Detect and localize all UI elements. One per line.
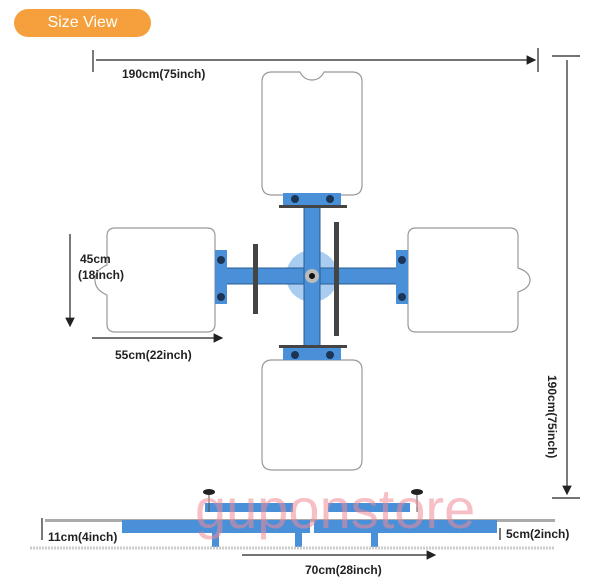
watermark: guponstore xyxy=(195,477,475,540)
seat-pads xyxy=(94,71,531,471)
wheel-height-label: 5cm(2inch) xyxy=(506,527,569,541)
pad-right xyxy=(407,227,531,333)
pad-length-label: 55cm(22inch) xyxy=(115,348,192,362)
base-span-label: 70cm(28inch) xyxy=(305,563,382,577)
pad-top xyxy=(261,71,363,196)
pad-left xyxy=(94,227,216,333)
size-view-badge: Size View xyxy=(14,9,151,37)
pad-width-label-inch: (18inch) xyxy=(78,268,124,282)
cross-frame xyxy=(215,193,408,360)
total-height-label: 11cm(4inch) xyxy=(48,530,117,544)
pad-bottom xyxy=(261,359,363,471)
total-width-label: 190cm(75inch) xyxy=(122,67,205,81)
total-length-label: 190cm(75inch) xyxy=(545,375,559,458)
side-view xyxy=(30,489,555,550)
pad-width-label: 45cm xyxy=(80,252,111,266)
bolts xyxy=(217,195,406,359)
